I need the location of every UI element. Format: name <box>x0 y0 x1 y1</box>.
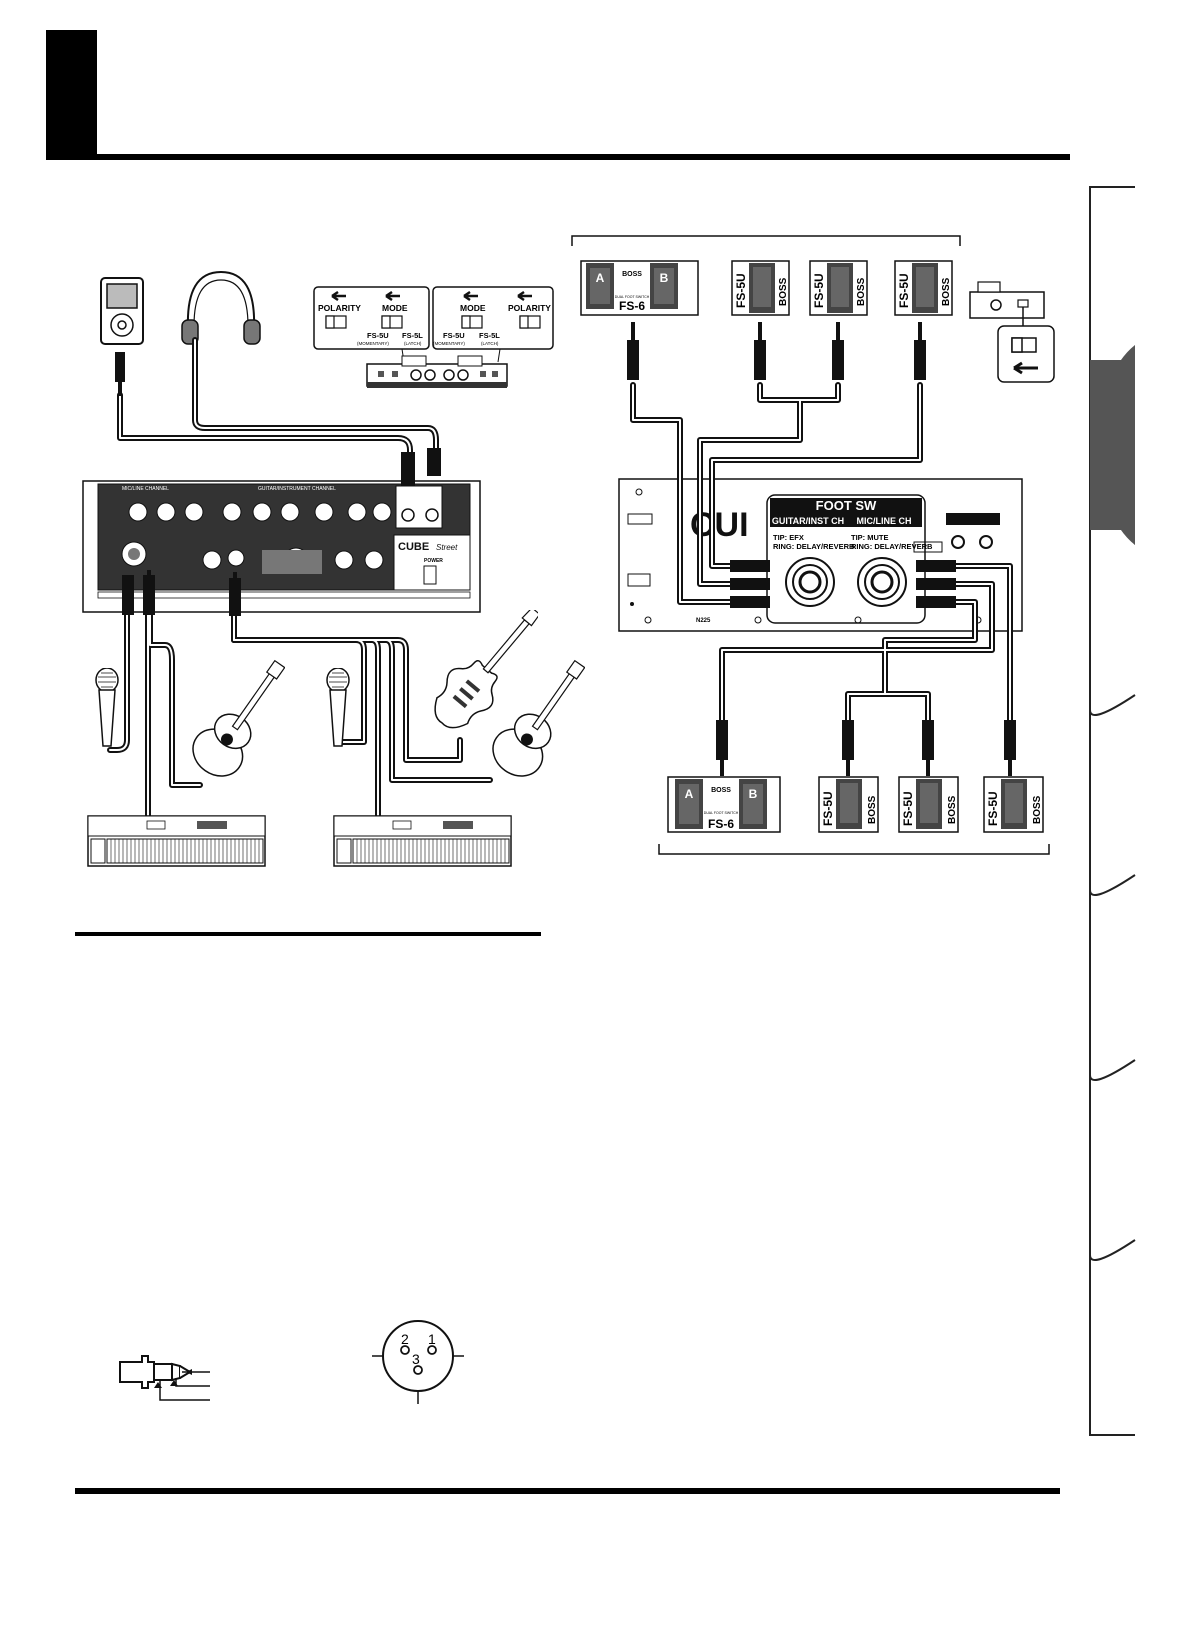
fs6-top: A B BOSS DUAL FOOT SWITCH FS-6 <box>580 260 699 316</box>
fs6-bottom-switch-a: A <box>685 787 694 801</box>
thumb-index <box>1089 186 1136 1436</box>
fs5u-bottom-3-brand: BOSS <box>1032 795 1043 824</box>
fs6-top-subtitle: DUAL FOOT SWITCH <box>615 295 650 299</box>
xlr-pin-2: 2 <box>401 1331 409 1347</box>
fs6-bottom-switch-b: B <box>749 787 758 801</box>
right-fs5l-sub: (LATCH) <box>481 341 499 346</box>
right-cables <box>627 322 1016 776</box>
polarity-switch-detail <box>969 281 1055 383</box>
fs5u-top-2: FS-5U BOSS <box>809 260 868 316</box>
fs5u-top-1-model: FS-5U <box>734 273 748 308</box>
left-mode-label: MODE <box>382 303 408 313</box>
ring-left-label: RING: DELAY/REVERB <box>773 542 855 551</box>
fs5u-top-3-model: FS-5U <box>897 273 911 308</box>
electric-guitar-icon <box>434 610 538 729</box>
fs5u-bottom-2-model: FS-5U <box>901 791 915 826</box>
right-mode-label: MODE <box>460 303 486 313</box>
right-fs5l-label: FS-5L <box>479 331 500 340</box>
section-rule <box>75 932 541 936</box>
fs5u-top-2-brand: BOSS <box>856 277 867 306</box>
amp-rear-panel: CUI FOOT SW GUITAR/INST CH MIC/LINE CH T… <box>618 478 1023 632</box>
bottom-footswitch-bracket <box>658 844 1050 855</box>
fs6-bottom-subtitle: DUAL FOOT SWITCH <box>704 811 739 815</box>
fs5u-bottom-3-model: FS-5U <box>986 791 1000 826</box>
right-fs5u-sub: (MOMENTARY) <box>433 341 465 346</box>
fs5u-top-2-model: FS-5U <box>812 273 826 308</box>
fs5u-top-3-brand: BOSS <box>941 277 952 306</box>
header-rule <box>46 154 1070 160</box>
mic-line-ch-label: MIC/LINE CH <box>857 516 912 526</box>
tip-mute-label: TIP: MUTE <box>851 533 889 542</box>
power-switch <box>423 565 437 585</box>
left-fs5u-sub: (MOMENTARY) <box>357 341 389 346</box>
fs5u-bottom-1-model: FS-5U <box>821 791 835 826</box>
fs5u-bottom-3: FS-5U BOSS <box>983 776 1044 833</box>
fs6-top-switch-b: B <box>660 271 669 285</box>
power-label: POWER <box>424 558 443 564</box>
fs5u-bottom-1: FS-5U BOSS <box>818 776 879 833</box>
cube-sub-logo: Street <box>436 543 458 552</box>
xlr-pin-3: 3 <box>412 1351 420 1367</box>
left-fs5u-label: FS-5U <box>367 331 389 340</box>
xlr-connector-diagram: 2 1 3 <box>372 1320 464 1404</box>
microphone-icon-2 <box>326 668 350 747</box>
fs6-bottom-model: FS-6 <box>708 817 734 831</box>
acoustic-guitar-icon-2 <box>492 659 585 777</box>
right-polarity-label: POLARITY <box>508 303 551 313</box>
footer-rule <box>75 1488 1060 1494</box>
right-fs5u-label: FS-5U <box>443 331 465 340</box>
cube-logo: CUBE <box>398 541 429 553</box>
keyboard-icon-1 <box>87 815 266 867</box>
guitar-channel-label: GUITAR/INSTRUMENT CHANNEL <box>258 486 336 492</box>
guitar-inst-ch-label: GUITAR/INST CH <box>772 516 844 526</box>
fs5u-bottom-2: FS-5U BOSS <box>898 776 959 833</box>
acoustic-guitar-icon-1 <box>192 659 285 777</box>
mic-line-channel-label: MIC/LINE CHANNEL <box>122 486 169 492</box>
trs-plug-diagram <box>119 1355 210 1401</box>
fs-adapter-diagram: POLARITY MODE MODE POLARITY FS-5U (MOMEN… <box>313 286 554 388</box>
music-player-icon <box>100 277 144 345</box>
ring-right-label: RING: DELAY/REVERB <box>851 542 933 551</box>
fs5u-top-1: FS-5U BOSS <box>731 260 790 316</box>
foot-sw-label: FOOT SW <box>816 498 877 513</box>
tip-efx-label: TIP: EFX <box>773 533 804 542</box>
left-fs5l-sub: (LATCH) <box>404 341 422 346</box>
fs5u-top-1-brand: BOSS <box>778 277 789 306</box>
fs5u-top-3: FS-5U BOSS <box>894 260 953 316</box>
xlr-pin-1: 1 <box>428 1331 436 1347</box>
fs5u-bottom-2-brand: BOSS <box>947 795 958 824</box>
left-cables <box>107 337 493 818</box>
fs5u-bottom-1-brand: BOSS <box>867 795 878 824</box>
left-fs5l-label: FS-5L <box>402 331 423 340</box>
fs6-bottom: A B BOSS DUAL FOOT SWITCH FS-6 <box>667 776 781 833</box>
amp-front-panel: MIC/LINE CHANNEL GUITAR/INSTRUMENT CHANN… <box>82 480 481 613</box>
fs6-top-switch-a: A <box>596 271 605 285</box>
microphone-icon-1 <box>95 668 119 747</box>
chapter-black-tab <box>46 30 97 158</box>
left-polarity-label: POLARITY <box>318 303 361 313</box>
fs6-top-brand: BOSS <box>622 271 642 278</box>
fs6-bottom-brand: BOSS <box>711 787 731 794</box>
model-code-label: N225 <box>696 618 711 624</box>
top-footswitch-bracket <box>571 235 961 246</box>
fs6-top-model: FS-6 <box>619 299 645 313</box>
keyboard-icon-2 <box>333 815 512 867</box>
